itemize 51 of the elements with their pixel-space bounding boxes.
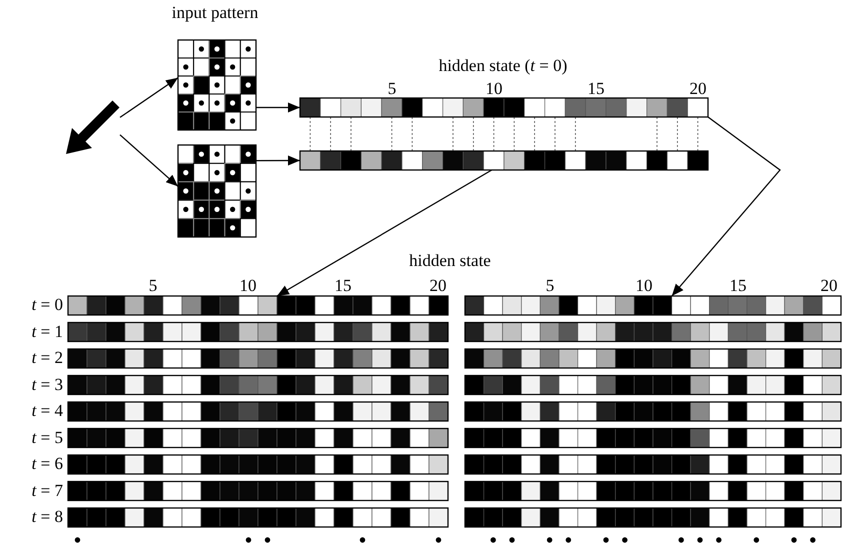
time-step-label: t = 5 bbox=[32, 428, 63, 446]
heading: hidden state bbox=[409, 252, 491, 270]
index-number: 20 bbox=[690, 80, 706, 98]
time-step-label: t = 3 bbox=[32, 376, 63, 394]
arrow bbox=[671, 116, 781, 296]
time-step-label: t = 6 bbox=[32, 455, 63, 473]
state-grid bbox=[68, 296, 448, 527]
arrow bbox=[256, 156, 300, 166]
dashed-line bbox=[534, 116, 535, 152]
time-step-label: t = 2 bbox=[32, 349, 63, 367]
dashed-line bbox=[310, 116, 311, 152]
index-number: 5 bbox=[388, 80, 396, 98]
dashed-line bbox=[330, 116, 331, 152]
state-grid bbox=[465, 296, 841, 527]
dashed-line bbox=[452, 116, 454, 152]
time-step-label: t = 8 bbox=[32, 508, 63, 526]
dashed-line bbox=[350, 116, 352, 152]
index-number: 15 bbox=[730, 277, 746, 295]
index-number: 10 bbox=[636, 277, 652, 295]
dashed-line bbox=[656, 116, 658, 152]
dashed-line bbox=[677, 116, 678, 152]
index-number: 15 bbox=[588, 80, 604, 98]
arrow bbox=[120, 134, 178, 187]
dashed-line bbox=[514, 116, 515, 152]
arrow bbox=[256, 102, 300, 112]
pattern-grid bbox=[178, 145, 256, 237]
dashed-line bbox=[412, 116, 413, 152]
pattern-grid bbox=[178, 40, 256, 130]
index-number: 10 bbox=[240, 277, 256, 295]
dashed-line bbox=[554, 116, 556, 152]
index-number: 15 bbox=[334, 277, 352, 295]
index-number: 5 bbox=[148, 277, 158, 295]
index-number: 20 bbox=[430, 277, 446, 295]
dashed-line bbox=[493, 116, 494, 152]
dashed-line bbox=[697, 116, 698, 152]
time-step-label: t = 0 bbox=[32, 296, 63, 314]
index-number: 10 bbox=[486, 80, 502, 98]
dashed-line bbox=[473, 116, 474, 152]
heading: input pattern bbox=[172, 4, 258, 22]
time-step-label: t = 1 bbox=[32, 322, 63, 340]
arrow bbox=[120, 77, 178, 118]
state-bar bbox=[300, 151, 708, 170]
state-bar bbox=[300, 98, 708, 117]
index-number: 5 bbox=[546, 277, 554, 295]
arrow bbox=[276, 169, 492, 297]
dashed-line bbox=[575, 116, 576, 152]
heading: hidden state (t = 0) bbox=[438, 57, 568, 75]
time-step-label: t = 7 bbox=[32, 482, 63, 500]
time-step-label: t = 4 bbox=[32, 402, 63, 420]
dashed-line bbox=[391, 116, 392, 152]
index-number: 20 bbox=[820, 277, 838, 295]
